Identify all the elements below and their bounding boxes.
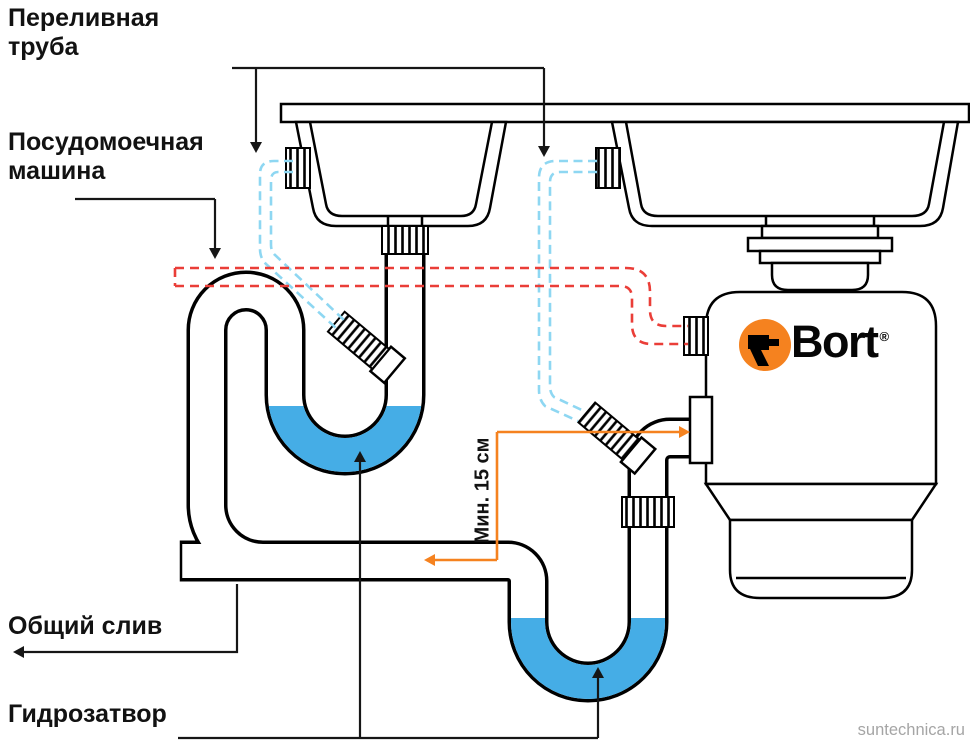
right-trap-coupling-nut xyxy=(621,496,675,528)
min-height-dimension xyxy=(424,426,690,566)
left-trap-water xyxy=(268,406,422,472)
water-trap-label: Гидрозатвор xyxy=(8,700,167,728)
registered-mark: ® xyxy=(879,329,890,344)
common-drain-label: Общий слив xyxy=(8,612,163,640)
disposer-mount-ring-3 xyxy=(758,249,882,265)
disposer-mount-ring-1 xyxy=(760,224,880,240)
left-trap-overflow-inlet xyxy=(326,310,407,385)
trap-water xyxy=(268,406,665,699)
brand-name: Bort xyxy=(791,316,879,367)
right-sink xyxy=(610,120,960,228)
left-sink-overflow-connector xyxy=(285,147,311,189)
drill-icon xyxy=(748,335,779,366)
disposer-dishwasher-inlet xyxy=(683,316,709,356)
disposer-mount-ring-2 xyxy=(746,236,894,253)
disposer-neck xyxy=(770,261,870,292)
dishwasher-hose xyxy=(173,266,688,346)
common-drain-pointer xyxy=(13,584,239,658)
left-sink-drain-coupling xyxy=(381,225,429,255)
disposer-outlet-flange xyxy=(688,395,714,465)
water-trap-pointer xyxy=(178,451,604,740)
left-sink-drain-opening xyxy=(386,216,424,226)
watermark: suntechnica.ru xyxy=(857,721,965,739)
countertop xyxy=(279,102,970,124)
dishwasher-pointer xyxy=(75,197,221,259)
right-sink-drain-opening xyxy=(764,216,876,226)
overflow-pipe-label: Переливная труба xyxy=(8,4,160,61)
bort-logo-text: Bort® xyxy=(791,316,889,368)
overflow-hose-right xyxy=(537,159,597,423)
min-height-label: Мин. 15 см xyxy=(471,437,494,544)
disposer-body-taper xyxy=(703,482,939,522)
food-waste-disposer xyxy=(703,224,939,600)
overflow-hose-left xyxy=(258,159,345,329)
right-sink-overflow-connector xyxy=(595,147,621,189)
left-sink xyxy=(294,120,508,228)
right-trap-water xyxy=(511,618,665,699)
disposer-base xyxy=(728,518,914,600)
overflow-pipe-pointer xyxy=(232,66,550,157)
dishwasher-label: Посудомоечная машина xyxy=(8,128,204,185)
bort-logo xyxy=(739,319,791,371)
